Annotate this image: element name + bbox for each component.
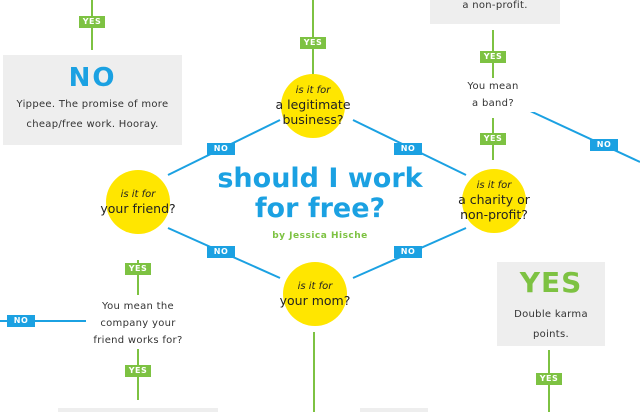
yes-label: YES <box>536 373 562 385</box>
nonprofit-box-text: a non-profit. <box>462 0 528 11</box>
node-charity: is it for a charity or non-profit? <box>458 169 530 233</box>
question-line2: company your <box>100 318 176 329</box>
node-answer-line2: non-profit? <box>460 207 528 222</box>
node-question: is it for <box>295 85 331 96</box>
node-answer-line1: your mom? <box>279 292 351 308</box>
node-answer-line1: a legitimate <box>275 97 351 112</box>
bottom-right-box <box>360 408 428 412</box>
yes-answer-box: YES Double karma points. <box>497 262 605 346</box>
yes-label: YES <box>125 263 151 275</box>
no-heading: NO <box>68 63 117 93</box>
bottom-left-box <box>58 408 218 412</box>
yes-label: YES <box>480 133 506 145</box>
yes-label: YES <box>300 37 326 49</box>
no-description-line2: cheap/free work. Hooray. <box>26 119 159 130</box>
yes-heading: YES <box>519 266 583 299</box>
question-line1: You mean <box>467 81 519 92</box>
yes-label: YES <box>79 16 105 28</box>
author-byline: by Jessica Hische <box>272 231 368 241</box>
no-label: NO <box>394 143 422 155</box>
node-question: is it for <box>120 188 156 200</box>
question-line3: friend works for? <box>93 335 183 346</box>
question-band: You mean a band? <box>448 78 538 112</box>
node-question: is it for <box>297 280 333 292</box>
yes-description-line2: points. <box>533 329 569 340</box>
node-legitimate-business: is it for a legitimate business? <box>276 74 351 138</box>
no-description-line1: Yippee. The promise of more <box>16 99 169 110</box>
node-answer-line1: a charity or <box>458 192 530 207</box>
node-answer-line1: your friend? <box>100 200 176 216</box>
no-label: NO <box>7 315 35 327</box>
node-mom: is it for your mom? <box>280 262 350 326</box>
node-question: is it for <box>476 180 512 191</box>
node-friend: is it for your friend? <box>100 170 176 234</box>
no-label: NO <box>207 246 235 258</box>
no-label: NO <box>394 246 422 258</box>
question-friend-company: You mean the company your friend works f… <box>86 298 190 349</box>
question-line2: a band? <box>472 98 514 109</box>
no-label: NO <box>207 143 235 155</box>
yes-description-line1: Double karma <box>514 309 588 320</box>
yes-label: YES <box>480 51 506 63</box>
title-line1: should I work <box>217 163 423 194</box>
page-title: should I work for free? <box>200 164 440 224</box>
nonprofit-answer-box: a non-profit. <box>430 0 560 24</box>
yes-label: YES <box>125 365 151 377</box>
no-label: NO <box>590 139 618 151</box>
title-line2: for free? <box>254 193 386 224</box>
question-line1: You mean the <box>102 301 174 312</box>
no-answer-box: NO Yippee. The promise of more cheap/fre… <box>3 55 182 145</box>
node-answer-line2: business? <box>282 112 344 127</box>
